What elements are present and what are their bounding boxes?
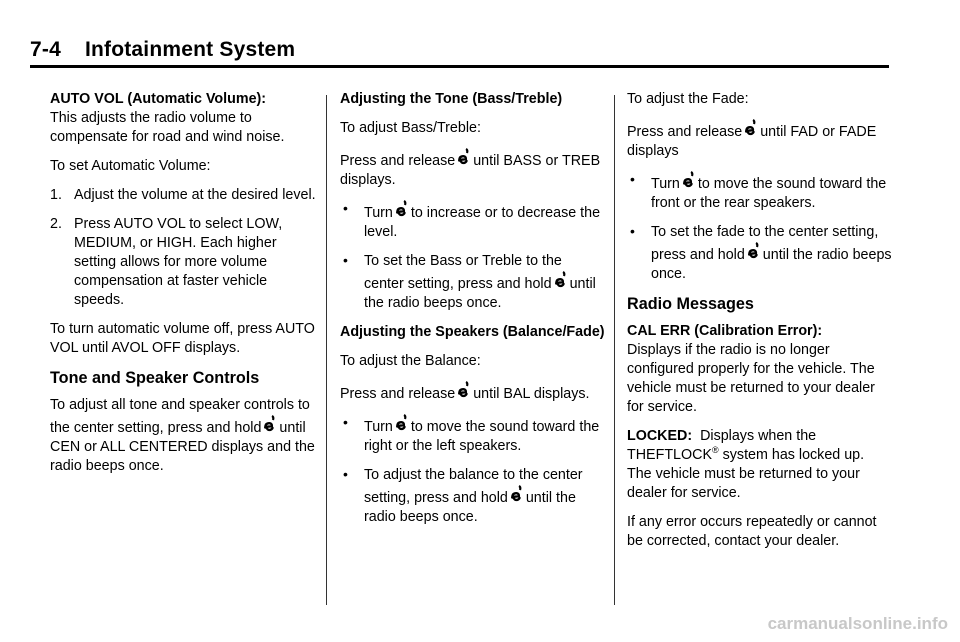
bullet-icon: •	[343, 466, 348, 482]
list-item: • To adjust the balance to the center se…	[340, 466, 605, 527]
auto-vol-paragraph: AUTO VOL (Automatic Volume): This adjust…	[50, 90, 318, 147]
press-bass-text-b: until BASS or TREB displays.	[340, 153, 601, 188]
tune-knob-icon	[510, 485, 523, 503]
adjust-balance: To adjust the Balance:	[340, 353, 481, 369]
locked-desc-a: Displays when the THEFTLOCK	[627, 428, 817, 463]
cal-err-desc: Displays if the radio is no longer confi…	[627, 342, 875, 415]
header-rule	[30, 65, 889, 68]
radio-messages-heading: Radio Messages	[627, 295, 754, 313]
step-number: 2.	[50, 216, 62, 232]
tune-knob-icon	[554, 271, 567, 289]
bullet-icon: •	[343, 414, 348, 430]
tune-knob-icon	[744, 119, 757, 137]
turn2-text-b: to move the sound toward the right or th…	[364, 419, 600, 454]
column-1: AUTO VOL (Automatic Volume): This adjust…	[50, 90, 318, 486]
turn-off-paragraph: To turn automatic volume off, press AUTO…	[50, 321, 315, 356]
tone-center-text-a: To adjust all tone and speaker controls …	[50, 397, 310, 436]
bal-center-text-b: until the radio beeps once.	[364, 490, 576, 525]
list-item: • To set the Bass or Treble to the cente…	[340, 252, 605, 313]
auto-vol-heading: AUTO VOL (Automatic Volume):	[50, 91, 267, 107]
locked-label: LOCKED:	[627, 428, 693, 444]
error-paragraph: If any error occurs repeatedly or cannot…	[627, 514, 877, 549]
tune-knob-icon	[457, 148, 470, 166]
column-divider	[326, 95, 327, 605]
watermark: carmanualsonline.info	[767, 614, 948, 633]
locked-paragraph: LOCKED: Displays when the THEFTLOCK® sys…	[627, 427, 892, 503]
page-number: 7-4	[30, 38, 61, 61]
tune-knob-icon	[747, 242, 760, 260]
tune-knob-icon	[263, 415, 276, 433]
set-center-text-a: To set the Bass or Treble to the center …	[364, 253, 562, 292]
press-bal-text-b: until BAL displays.	[473, 386, 590, 402]
section-title: Infotainment System	[84, 38, 296, 61]
tune-knob-icon	[395, 200, 408, 218]
list-item: 2. Press AUTO VOL to select LOW, MEDIUM,…	[50, 215, 318, 310]
tone-center-paragraph: To adjust all tone and speaker controls …	[50, 396, 318, 476]
bullet-icon: •	[343, 252, 348, 268]
column-divider	[614, 95, 615, 605]
adjust-fade: To adjust the Fade:	[627, 91, 749, 107]
press-fad-text-a: Press and release	[627, 124, 743, 140]
list-item: 1. Adjust the volume at the desired leve…	[50, 186, 318, 205]
tune-knob-icon	[682, 171, 695, 189]
press-fad-text-b: until FAD or FADE displays	[627, 124, 877, 159]
bal-center-text-a: To adjust the balance to the center sett…	[364, 467, 583, 506]
page-header: 7-4 Infotainment System	[30, 38, 295, 62]
list-item: • To set the fade to the center setting,…	[627, 223, 892, 284]
tone-center-text-b: until CEN or ALL CENTERED displays and t…	[50, 420, 315, 474]
fade-center-text-b: until the radio beeps once.	[651, 247, 892, 282]
turn-text-b: to increase or to decrease the level.	[364, 205, 601, 240]
bullet-icon: •	[630, 171, 635, 187]
adjust-bass-treble: To adjust Bass/Treble:	[340, 120, 481, 136]
step-number: 1.	[50, 187, 62, 203]
press-bass-text-a: Press and release	[340, 153, 456, 169]
bullet-icon: •	[343, 200, 348, 216]
tune-knob-icon	[457, 381, 470, 399]
bullet-icon: •	[630, 223, 635, 239]
turn-fade-text-a: Turn	[651, 176, 680, 192]
tone-speaker-heading: Tone and Speaker Controls	[50, 369, 260, 387]
tone-adjust-heading: Adjusting the Tone (Bass/Treble)	[340, 91, 563, 107]
turn-fade-text-b: to move the sound toward the front or th…	[651, 176, 887, 211]
turn2-text-a: Turn	[364, 419, 393, 435]
cal-err-paragraph: CAL ERR (Calibration Error): Displays if…	[627, 322, 892, 417]
step-text: Adjust the volume at the desired level.	[74, 187, 316, 203]
speakers-adjust-heading: Adjusting the Speakers (Balance/Fade)	[340, 324, 605, 340]
column-2: Adjusting the Tone (Bass/Treble) To adju…	[340, 90, 605, 537]
locked-desc-b: system has locked up. The vehicle must b…	[627, 447, 865, 501]
cal-err-heading: CAL ERR (Calibration Error):	[627, 323, 823, 339]
set-center-text-b: until the radio beeps once.	[364, 276, 596, 311]
press-bal-text-a: Press and release	[340, 386, 456, 402]
registered-mark: ®	[712, 445, 719, 456]
tune-knob-icon	[395, 414, 408, 432]
press-release-bal: Press and release until BAL displays.	[340, 381, 605, 404]
step-text: Press AUTO VOL to select LOW, MEDIUM, or…	[74, 216, 283, 308]
auto-vol-desc: This adjusts the radio volume to compens…	[50, 110, 285, 145]
fade-center-text-a: To set the fade to the center setting, p…	[651, 224, 879, 263]
turn-text-a: Turn	[364, 205, 393, 221]
to-set-auto-vol: To set Automatic Volume:	[50, 158, 211, 174]
